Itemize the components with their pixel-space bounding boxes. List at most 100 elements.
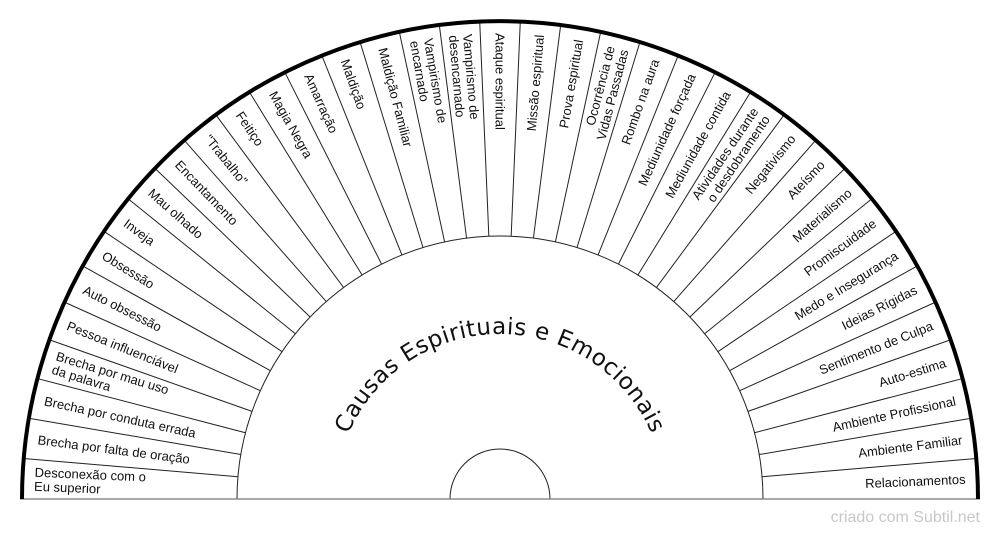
svg-text:Amarração: Amarração [301, 71, 341, 135]
svg-text:"Trabalho": "Trabalho" [201, 132, 251, 188]
svg-text:Atividades duranteo desdobrame: Atividades duranteo desdobramento [689, 105, 773, 210]
segment-label[interactable]: Prova espiritual [556, 38, 586, 129]
segment-divider [689, 167, 846, 318]
segment-label[interactable]: Relacionamentos [865, 472, 966, 491]
segment-label-line: Ataque espiritual [493, 33, 508, 130]
segment-label-line: Maldição [338, 57, 369, 111]
segment-label-line: Relacionamentos [865, 472, 966, 491]
segment-divider [597, 55, 679, 256]
segment-label[interactable]: Vampirismo dedesencarnado [446, 33, 482, 121]
segment-label-line: Missão espiritual [524, 34, 547, 132]
svg-text:Ateísmo: Ateísmo [784, 157, 828, 202]
segment-label-line: Magia Negra [266, 89, 316, 162]
svg-text:Desconexão com oEu superior: Desconexão com oEu superior [34, 465, 146, 499]
segment-divider [28, 417, 241, 456]
segment-label[interactable]: Obsessão [99, 248, 157, 291]
segment-divider [103, 230, 283, 353]
svg-text:Magia Negra: Magia Negra [266, 89, 316, 162]
segment-lines [23, 21, 977, 478]
segment-divider [321, 55, 403, 256]
segment-divider [717, 230, 897, 353]
segment-divider [617, 71, 716, 265]
svg-text:Relacionamentos: Relacionamentos [865, 472, 966, 491]
segment-label[interactable]: Ambiente Profissional [831, 393, 957, 434]
segment-label-line: "Trabalho" [201, 132, 251, 188]
segment-divider [49, 339, 253, 412]
segment-label-line: Desconexão com o [34, 465, 146, 485]
segment-label-line: Prova espiritual [556, 38, 586, 129]
segment-divider [215, 114, 345, 288]
segment-divider [532, 24, 562, 239]
svg-text:Inveja: Inveja [121, 216, 158, 249]
segment-divider [23, 457, 238, 478]
segment-label-line: Feitiço [233, 109, 267, 149]
segment-divider [37, 378, 246, 434]
segment-label[interactable]: Maldição Familiar [375, 46, 415, 149]
segment-label-line: desencarnado [446, 35, 468, 118]
segment-divider [64, 301, 261, 392]
chart-title: Causas Espirituais e Emocionais [330, 314, 670, 437]
svg-text:Missão espiritual: Missão espiritual [524, 34, 547, 132]
segment-label[interactable]: Magia Negra [266, 89, 316, 162]
segment-divider [438, 24, 468, 239]
segment-label[interactable]: Missão espiritual [524, 34, 547, 132]
segment-label[interactable]: "Trabalho" [201, 132, 251, 188]
segment-label[interactable]: Ateísmo [784, 157, 828, 202]
inner-ring [236, 235, 764, 500]
segment-label-line: Maldição Familiar [375, 46, 415, 149]
segment-divider [754, 378, 963, 434]
segment-label[interactable]: Inveja [121, 216, 158, 249]
segment-divider [576, 41, 641, 248]
segment-divider [82, 265, 271, 372]
svg-text:Maldição: Maldição [338, 57, 369, 111]
segment-label[interactable]: Ataque espiritual [493, 33, 508, 130]
segment-divider [127, 198, 296, 335]
svg-text:Feitiço: Feitiço [233, 109, 267, 149]
watermark: criado com Subtil.net [830, 509, 980, 526]
segment-label[interactable]: Feitiço [233, 109, 267, 149]
segment-divider [554, 31, 602, 243]
segment-label[interactable]: Ambiente Familiar [857, 432, 963, 460]
svg-text:Ataque espiritual: Ataque espiritual [493, 33, 508, 130]
svg-text:Vampirismo dedesencarnado: Vampirismo dedesencarnado [446, 33, 482, 121]
segment-divider [673, 139, 817, 302]
segment-label-line: Ateísmo [784, 157, 828, 202]
segment-divider [747, 339, 951, 412]
svg-text:Prova espiritual: Prova espiritual [556, 38, 586, 129]
segment-divider [479, 21, 490, 237]
segment-divider [398, 31, 446, 243]
segment-divider [510, 21, 521, 237]
svg-text:Maldição Familiar: Maldição Familiar [375, 46, 415, 149]
segment-divider [284, 71, 383, 265]
segment-label[interactable]: Vampirismo deencarnado [407, 37, 450, 126]
segment-label[interactable]: Amarração [301, 71, 341, 135]
segment-label-line: Amarração [301, 71, 341, 135]
segment-label[interactable]: Maldição [338, 57, 369, 111]
svg-text:Ambiente Profissional: Ambiente Profissional [831, 393, 957, 434]
segment-divider [759, 417, 972, 456]
segment-label-line: Ambiente Familiar [857, 432, 963, 460]
segment-label-line: Eu superior [34, 479, 102, 497]
segment-divider [637, 91, 752, 276]
segment-label-line: Vampirismo de [460, 33, 482, 120]
segment-divider [359, 41, 424, 248]
svg-text:Ambiente Familiar: Ambiente Familiar [857, 432, 963, 460]
segment-label[interactable]: Atividades duranteo desdobramento [689, 105, 773, 210]
segment-divider [704, 198, 873, 335]
segment-divider [739, 301, 936, 392]
segment-label[interactable]: Desconexão com oEu superior [34, 465, 146, 499]
segment-label-line: Inveja [121, 216, 158, 249]
segment-label-line: Obsessão [99, 248, 157, 291]
segment-divider [762, 457, 977, 478]
segment-divider [248, 91, 363, 276]
svg-text:Vampirismo deencarnado: Vampirismo deencarnado [407, 37, 450, 126]
segment-divider [183, 139, 327, 302]
segment-divider [154, 167, 311, 318]
svg-text:Obsessão: Obsessão [99, 248, 157, 291]
outer-arc [20, 19, 980, 500]
segment-label-line: Ambiente Profissional [831, 393, 957, 434]
segment-divider [655, 114, 785, 288]
center-semicircle [449, 448, 551, 500]
